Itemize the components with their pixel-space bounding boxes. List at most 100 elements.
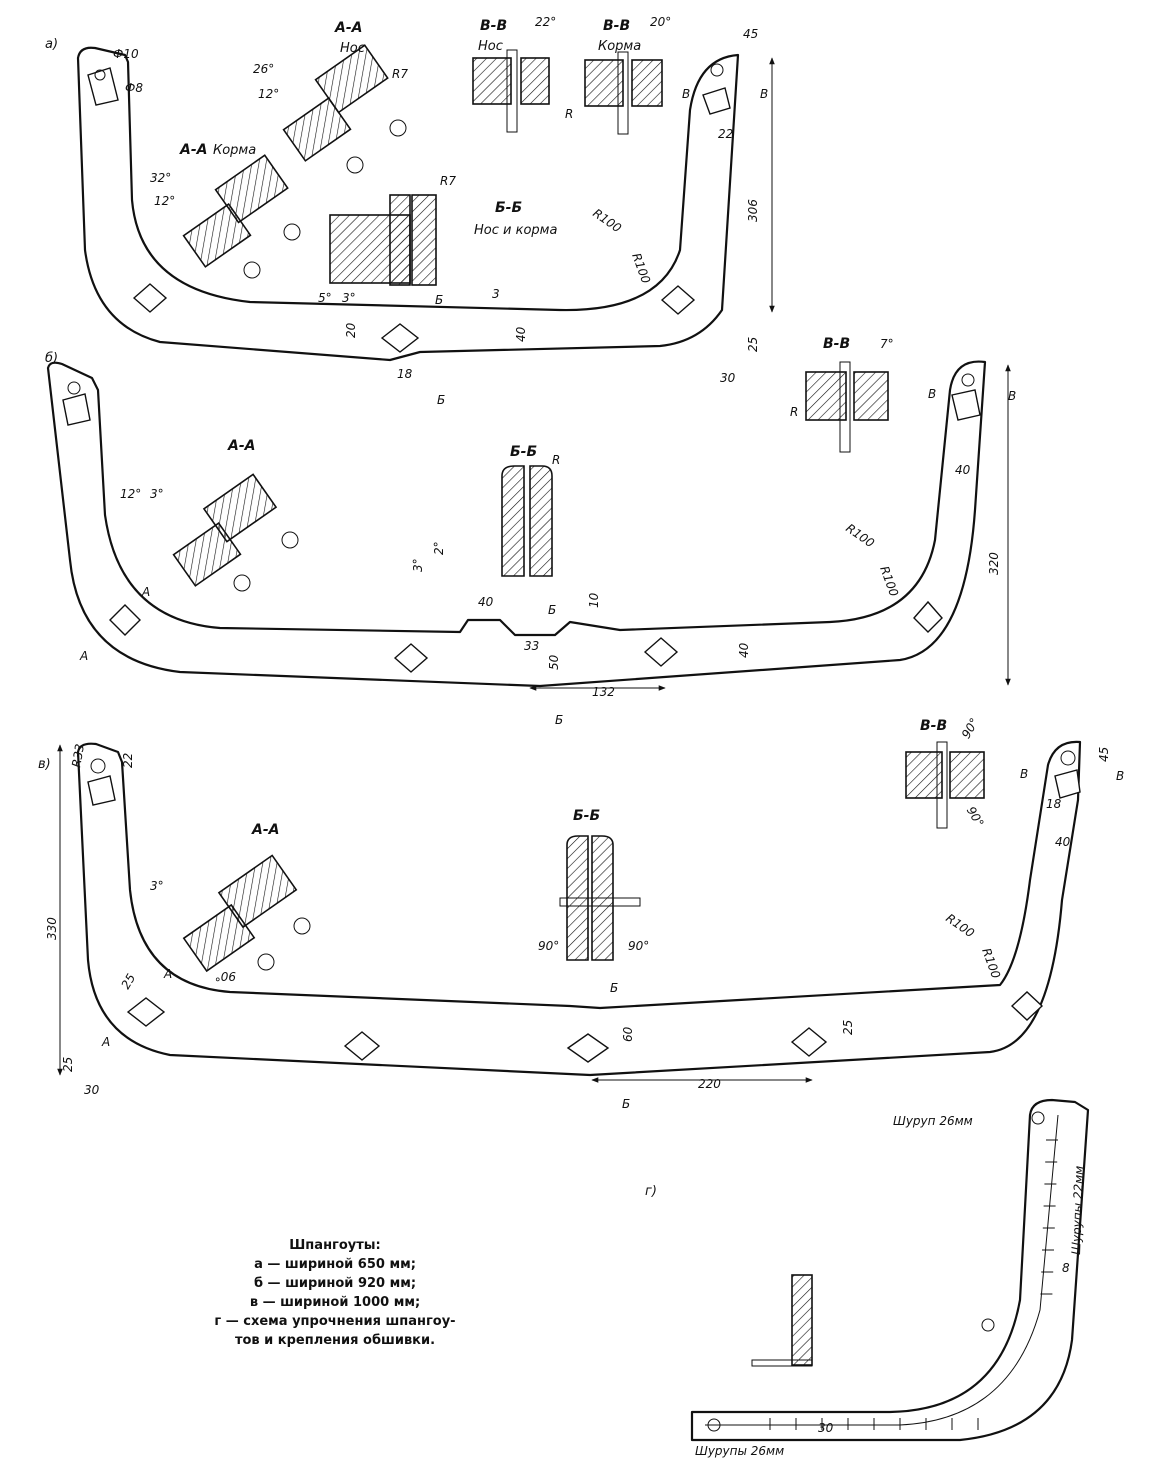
panel-v-middle-plate-1: [343, 1031, 381, 1061]
cut-mark-a: А: [101, 1035, 110, 1049]
bolt: [506, 49, 518, 133]
dim-25: 25: [61, 1057, 75, 1072]
panel-a-section-aa-stern: А-А Корма 32° 12°: [150, 142, 301, 279]
wing-nut: [293, 917, 311, 935]
cut-mark-b: Б: [435, 293, 443, 307]
section-block: [631, 59, 663, 107]
section-block: [529, 465, 553, 577]
angle-label: 3°: [342, 291, 356, 305]
dim-330: 330: [45, 917, 59, 940]
angle-label: 26°: [253, 62, 274, 76]
wing-nut: [389, 119, 407, 137]
panel-a-right-plate: [660, 285, 696, 315]
screw-icon: [707, 1418, 721, 1432]
radius-label: R7: [440, 174, 456, 188]
bolt: [936, 741, 948, 829]
cut-mark-b: Б: [555, 713, 563, 727]
panel-v-hole-right: [1060, 750, 1076, 766]
wing-nut: [281, 531, 299, 549]
radius-label: R7: [392, 67, 408, 81]
dim-40: 40: [1055, 835, 1071, 849]
cut-mark-v: В: [1008, 389, 1016, 403]
dim-320: 320: [987, 552, 1001, 575]
dim-18: 18: [1046, 797, 1062, 811]
bolt: [839, 361, 851, 453]
angle-label: 32°: [150, 171, 171, 185]
wing-nut: [233, 574, 251, 592]
dim-r100: R100: [979, 946, 1003, 980]
angle-label: 3°: [411, 558, 425, 572]
cut-mark-v: В: [682, 87, 690, 101]
dim-220: 220: [698, 1077, 721, 1091]
panel-v-frame-outer: [76, 740, 1082, 1077]
panel-g-tag: г): [645, 1184, 657, 1199]
panel-a-tag: а): [45, 37, 58, 52]
panel-v-left-plate: [126, 997, 166, 1027]
caption-line-g2: тов и крепления обшивки.: [234, 1333, 436, 1348]
section-block: [389, 194, 411, 286]
panel-b-hole-left: [67, 381, 81, 395]
section-block: [411, 194, 437, 286]
section-title: А-А: [227, 438, 255, 454]
angle-label: 3°: [150, 487, 164, 501]
angle-label: 2°: [432, 541, 446, 555]
panel-v-tag: в): [38, 757, 51, 772]
panel-g-section-strip: [751, 1359, 813, 1367]
dim-40: 40: [955, 463, 971, 477]
caption-line-b: б — шириной 920 мм;: [253, 1276, 417, 1291]
cut-mark-b: Б: [610, 981, 618, 995]
section-block: [172, 522, 242, 587]
panel-g-section-block: [791, 1274, 813, 1366]
dim-33: 33: [524, 639, 539, 653]
panel-a-middle-plate: [380, 323, 420, 353]
section-title: В-В: [480, 18, 507, 34]
dim-40: 40: [737, 642, 751, 658]
section-title: Б-Б: [510, 444, 537, 460]
dim-d10: Ф10: [113, 47, 139, 61]
screws-side-label: Шурупы 22мм: [1069, 1165, 1086, 1255]
cut-mark-v: В: [1116, 769, 1124, 783]
radius-label: R: [790, 405, 798, 419]
panel-a-inner-curve: [131, 199, 251, 303]
panel-a-section-vv-nose: В-В Нос 22°: [472, 15, 556, 133]
cut-mark-v: В: [760, 87, 768, 101]
panel-v-section-aa: А-А 3° 90°: [150, 822, 311, 983]
caption-line-a: а — шириной 650 мм;: [254, 1257, 416, 1272]
caption-line-v: в — шириной 1000 мм;: [249, 1295, 421, 1310]
panel-b-frame-outer: [46, 360, 987, 688]
dim-r100: R100: [943, 911, 977, 941]
wing-nut: [283, 223, 301, 241]
panel-b-left-plate: [109, 604, 141, 636]
dim-18: 18: [397, 367, 413, 381]
panel-b-middle-plate-1: [393, 643, 429, 673]
panel-b: б) А-А 12° 3° Б-Б R 3° 2°: [45, 336, 1016, 727]
dim-r33: R33: [69, 743, 87, 769]
section-title: Б-Б: [573, 808, 600, 824]
dim-132: 132: [592, 685, 615, 699]
panel-v-right-plate: [1010, 991, 1044, 1021]
panel-a: а) А-А Нос 26° 12° R7 В-В Нос: [45, 15, 775, 407]
angle-label: 5°: [318, 291, 332, 305]
dim-30: 30: [818, 1421, 834, 1435]
figure-caption: Шпангоуты: а — шириной 650 мм; б — ширин…: [190, 1236, 480, 1350]
panel-a-top-left-plate: [87, 67, 119, 106]
panel-b-middle-plate-2: [643, 637, 679, 667]
panel-g-strip: [705, 1114, 1059, 1426]
panel-b-top-right-plate: [951, 389, 981, 421]
panel-a-section-aa-nose: А-А Нос 26° 12° R7: [253, 20, 408, 174]
section-block: [182, 203, 252, 268]
dim-r100: R100: [629, 251, 653, 285]
dim-45: 45: [1097, 747, 1111, 762]
bolt: [559, 897, 641, 907]
dim-40: 40: [514, 326, 528, 342]
dim-d8: Ф8: [125, 81, 143, 95]
dim-40: 40: [478, 595, 494, 609]
cut-mark-a: А: [163, 967, 172, 981]
dim-60: 60: [621, 1026, 635, 1042]
panel-v-top-right-plate: [1054, 769, 1081, 799]
section-title: В-В: [603, 18, 630, 34]
section-block: [853, 371, 889, 421]
panel-b-hole-right: [961, 373, 975, 387]
dim-20: 20: [344, 322, 358, 338]
